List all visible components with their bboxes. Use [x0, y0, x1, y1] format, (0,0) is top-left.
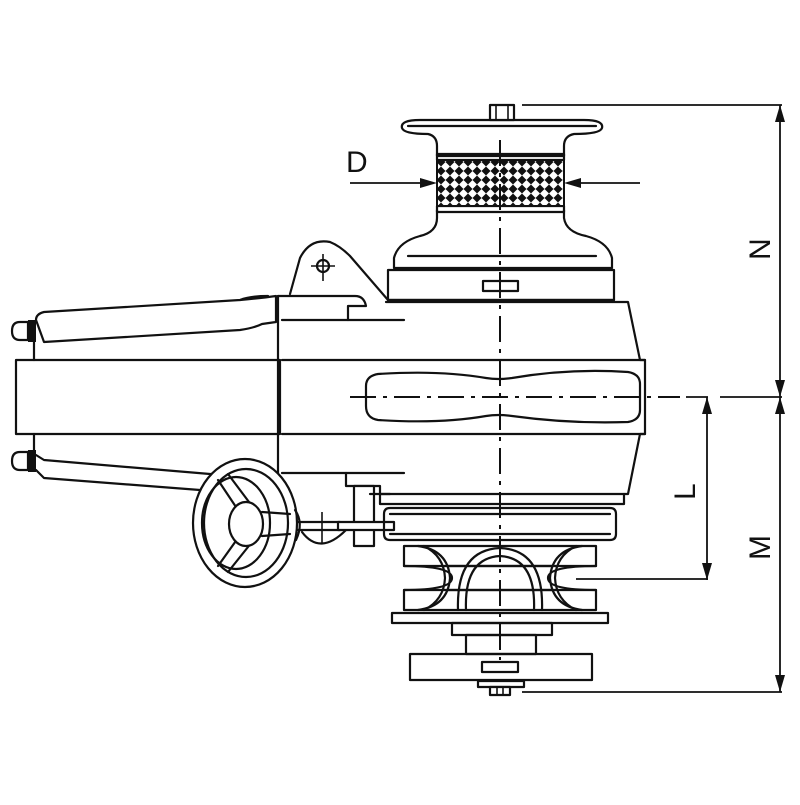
dimension-label-D: D — [346, 146, 368, 179]
clutch-linkage — [296, 484, 396, 548]
gearbox-housing — [276, 294, 647, 506]
bottom-bolt — [476, 679, 526, 697]
clutch-handwheel — [191, 457, 301, 589]
dimension-label-M: M — [744, 535, 777, 560]
dimension-label-L: L — [669, 483, 702, 500]
dimension-L: L — [576, 396, 712, 580]
motor-terminal-nut-top — [10, 320, 36, 342]
dimension-M: M — [522, 397, 785, 693]
dimension-D: D — [346, 146, 640, 188]
lifting-eye — [288, 240, 390, 302]
motor-terminal-nut-bottom — [10, 450, 36, 472]
drum-cap-bolt — [488, 103, 516, 122]
dimension-label-N: N — [744, 238, 777, 260]
dimension-N: N — [522, 104, 785, 398]
